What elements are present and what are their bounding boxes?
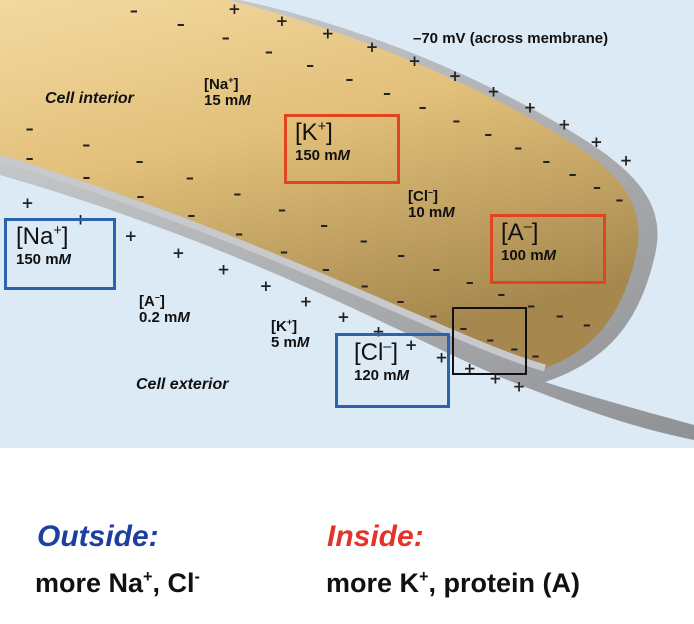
cytoplasm [0, 0, 639, 368]
minus-charge-mark: – [81, 0, 89, 7]
minus-charge-mark: – [484, 125, 492, 144]
minus-charge-mark: – [532, 346, 540, 365]
minus-charge-mark: – [130, 1, 138, 20]
plus-charge-mark: + [260, 277, 273, 295]
outside-na-label: [Na+] 150 mM [16, 223, 72, 269]
minus-charge-mark: – [320, 216, 328, 235]
plus-charge-mark: + [337, 308, 350, 326]
minus-charge-mark: – [466, 272, 474, 291]
outside-cl-highlight-box [335, 333, 450, 408]
minus-charge-mark: – [322, 260, 330, 279]
outside-a-label: [A–] 0.2 mM [139, 292, 190, 326]
outside-cl-label: [Cl–] 120 mM [354, 339, 410, 385]
plus-charge-mark: + [21, 194, 34, 212]
plus-charge-mark: + [449, 67, 462, 85]
plus-charge-mark: + [513, 378, 526, 396]
minus-charge-mark: – [459, 319, 467, 338]
minus-charge-mark: – [452, 111, 460, 130]
plus-charge-mark: + [524, 99, 537, 117]
minus-charge-mark: – [432, 259, 440, 278]
outside-k-label: [K+] 5 mM [271, 317, 310, 351]
minus-charge-mark: – [82, 135, 90, 154]
minus-charge-mark: – [306, 56, 314, 75]
minus-charge-mark: – [429, 306, 437, 325]
inside-heading: Inside: [327, 520, 424, 553]
plus-charge-mark: + [228, 0, 241, 18]
plus-charge-mark: + [300, 293, 313, 311]
plus-charge-mark: + [172, 244, 185, 262]
inside-a-label: [A–] 100 mM [501, 219, 557, 265]
plus-charge-mark: + [620, 152, 633, 170]
inside-summary: more K+, protein (A) [326, 568, 580, 598]
membrane-inner-edge [0, 154, 546, 372]
membrane-illustration: – – – – – – – – – – – – – – – – – – – – – – – – – – – – – – – – – – – – – – – –… [0, 0, 694, 448]
minus-charge-mark: – [593, 177, 601, 196]
minus-charge-mark: – [26, 148, 34, 167]
minus-charge-mark: – [361, 276, 369, 295]
minus-charge-mark: – [136, 152, 144, 171]
cell-exterior-label: Cell exterior [136, 376, 229, 393]
outside-summary: more Na+, Cl- [35, 568, 200, 598]
minus-charge-mark: – [419, 97, 427, 116]
plus-charge-mark: + [322, 25, 335, 43]
minus-charge-mark: – [280, 242, 288, 261]
minus-charge-mark: – [222, 28, 230, 47]
zoom-square [452, 307, 527, 375]
minus-charge-mark: – [397, 245, 405, 264]
outside-heading: Outside: [37, 520, 159, 553]
minus-charge-mark: – [187, 205, 195, 224]
plus-charge-mark: + [276, 12, 289, 30]
negative-charges: – – – – – – – – – – – – – – – – – – – – – – – – – – – – – – – – – – – – – – – –… [26, 0, 624, 365]
minus-charge-mark: – [583, 315, 591, 334]
minus-charge-mark: – [345, 70, 353, 89]
minus-charge-mark: – [615, 190, 623, 209]
minus-charge-mark: – [510, 339, 518, 358]
minus-charge-mark: – [497, 285, 505, 304]
minus-charge-mark: – [136, 186, 144, 205]
minus-charge-mark: – [265, 42, 273, 61]
plus-charge-mark: + [463, 360, 476, 378]
minus-charge-mark: – [186, 168, 194, 187]
minus-charge-mark: – [527, 296, 535, 315]
plus-charge-mark: + [435, 348, 448, 366]
plus-charge-mark: + [558, 116, 571, 134]
cell-interior-label: Cell interior [45, 90, 134, 107]
minus-charge-mark: – [360, 231, 368, 250]
outside-na-highlight-box [4, 218, 116, 290]
inside-na-label: [Na+] 15 mM [204, 75, 251, 109]
plus-charge-mark: + [487, 82, 500, 100]
membrane-voltage-label: –70 mV (across membrane) [413, 30, 609, 47]
plus-charge-mark: + [590, 133, 603, 151]
inside-k-label: [K+] 150 mM [295, 119, 351, 165]
minus-charge-mark: – [235, 224, 243, 243]
minus-charge-mark: – [233, 184, 241, 203]
minus-charge-mark: – [542, 151, 550, 170]
minus-charge-mark: – [397, 292, 405, 311]
minus-charge-mark: – [177, 14, 185, 33]
minus-charge-mark: – [383, 83, 391, 102]
plus-charge-mark: + [489, 369, 502, 387]
minus-charge-mark: – [278, 200, 286, 219]
inside-a-highlight-box [490, 214, 606, 284]
plus-charge-mark: + [217, 260, 230, 278]
minus-charge-mark: – [26, 119, 34, 138]
minus-charge-mark: – [83, 167, 91, 186]
plus-charge-mark: + [408, 52, 421, 70]
plus-charge-mark: + [405, 336, 418, 354]
minus-charge-mark: – [569, 165, 577, 184]
inside-k-highlight-box [284, 114, 400, 184]
minus-charge-mark: – [556, 306, 564, 325]
membrane-diagram: – – – – – – – – – – – – – – – – – – – – – – – – – – – – – – – – – – – – – – – –… [0, 0, 694, 448]
minus-charge-mark: – [514, 138, 522, 157]
plus-charge-mark: + [125, 227, 138, 245]
plus-charge-mark: + [366, 38, 379, 56]
inside-cl-label: [Cl–] 10 mM [408, 187, 455, 221]
minus-charge-mark: – [486, 330, 494, 349]
